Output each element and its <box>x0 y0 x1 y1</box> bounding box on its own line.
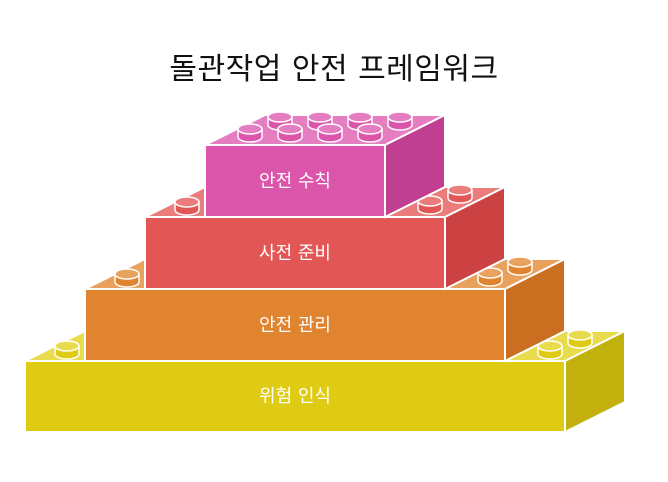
stud <box>567 329 593 349</box>
block-safety-rules: 안전 수칙 <box>204 111 446 219</box>
stud <box>387 111 413 131</box>
stud-group <box>54 329 593 360</box>
block-label: 안전 관리 <box>259 315 331 336</box>
stud <box>114 268 140 288</box>
block-label: 안전 수칙 <box>259 171 331 192</box>
stud <box>447 184 473 204</box>
stud <box>507 256 533 276</box>
block-label: 사전 준비 <box>259 243 331 264</box>
stud <box>357 123 383 143</box>
stud <box>537 340 563 360</box>
stud <box>317 123 343 143</box>
stud <box>277 123 303 143</box>
stud <box>347 111 373 131</box>
block-front-face <box>204 144 386 218</box>
stud <box>307 111 333 131</box>
block-front-face <box>144 216 446 290</box>
stud <box>54 340 80 360</box>
stud-group <box>237 111 413 143</box>
stud <box>477 267 503 287</box>
stud-group <box>114 256 533 288</box>
diagram-title: 돌관작업 안전 프레임워크 <box>169 52 499 87</box>
stud <box>174 196 200 216</box>
block-label: 위험 인식 <box>259 386 331 407</box>
stud-group <box>174 184 473 216</box>
block-front-face <box>84 288 506 362</box>
stud <box>237 123 263 143</box>
block-front-face <box>24 360 566 433</box>
